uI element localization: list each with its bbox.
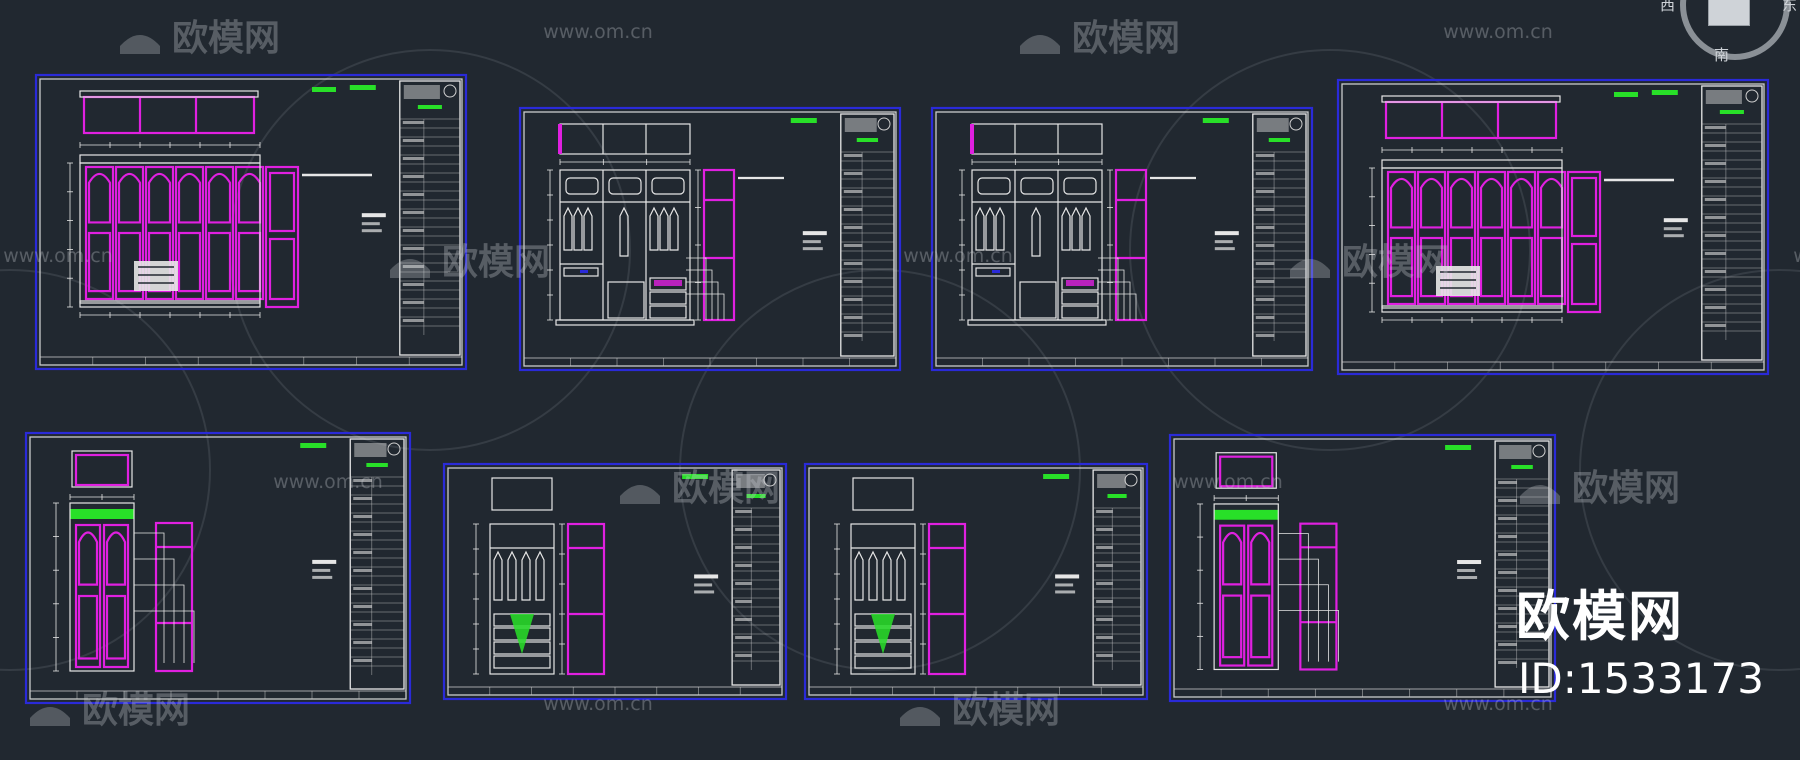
watermark-site-text: www.om.cn — [1173, 471, 1283, 493]
watermark-site-text: www.om.cn — [543, 693, 653, 715]
drawing-sheet — [1336, 78, 1770, 376]
watermark-ring — [679, 269, 1081, 671]
watermark-site-text: www.om.cn — [543, 21, 653, 43]
watermark-brand-text: 欧模网 — [442, 242, 550, 283]
watermark-sofa-icon — [30, 707, 70, 726]
compass-south-label: 南 — [1714, 46, 1730, 64]
viewcube-top-face[interactable] — [1708, 0, 1750, 26]
watermark-sofa-icon — [1290, 259, 1330, 278]
watermark-brand-text: 欧模网 — [1072, 18, 1180, 59]
compass-east-label: 东 — [1782, 0, 1798, 14]
drawing-sheet — [442, 462, 788, 701]
watermark-ring — [0, 269, 211, 671]
watermark-site-text: www.om.cn — [273, 471, 383, 493]
watermark-sofa-icon — [620, 485, 660, 504]
watermark-rings — [0, 49, 1800, 671]
watermark-site-text: www.om.cn — [903, 245, 1013, 267]
watermark-brand-text: 欧模网 — [1572, 468, 1680, 509]
watermark-site-text: www.om.cn — [1443, 21, 1553, 43]
watermark-brand-text: 欧模网 — [1342, 242, 1450, 283]
drawing-sheet — [930, 106, 1314, 372]
watermark-brand-text: 欧模网 — [172, 18, 280, 59]
drawing-sheet — [518, 106, 902, 372]
watermark-brand-text: 欧模网 — [672, 468, 780, 509]
watermark-sofa-icon — [1020, 35, 1060, 54]
watermark-layer: www.om.cn www.om.cn www.om.cn www.om.cn www.… — [3, 18, 1800, 731]
watermark-site-text: www.om.cn — [1443, 693, 1553, 715]
drawing-sheets — [24, 73, 1770, 705]
watermark-site-text: www.om.cn — [1793, 245, 1800, 267]
watermark-brand-text: 欧模网 — [82, 690, 190, 731]
watermark-ring — [1579, 269, 1800, 671]
watermark-brand-text: 欧模网 — [952, 690, 1060, 731]
drawing-sheet — [1168, 433, 1557, 703]
drawing-sheet — [24, 431, 412, 705]
watermark-sofa-icon — [1520, 485, 1560, 504]
drawing-sheet — [803, 462, 1149, 701]
watermark-sofa-icon — [900, 707, 940, 726]
watermark-ring — [1129, 49, 1531, 451]
watermark-site-text: www.om.cn — [3, 245, 113, 267]
drawing-sheet — [34, 73, 468, 371]
compass-west-label: 西 — [1660, 0, 1676, 14]
watermark-sofa-icon — [390, 259, 430, 278]
watermark-sofa-icon — [120, 35, 160, 54]
